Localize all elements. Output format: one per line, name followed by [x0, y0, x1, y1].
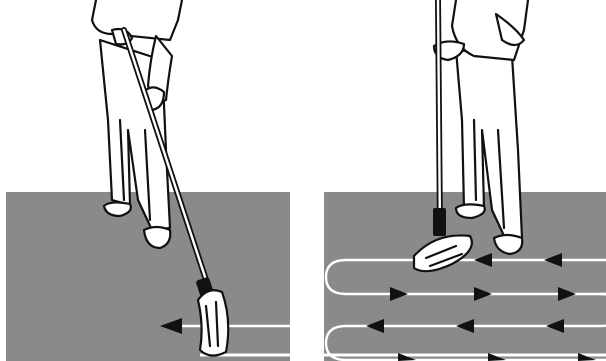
panel-serpentine-pattern	[306, 0, 606, 361]
left-shoe	[104, 202, 131, 216]
panel-mop-forward-drawing	[0, 0, 300, 361]
left-shoe	[456, 204, 485, 218]
panel-mop-forward	[0, 0, 300, 361]
panel-serpentine-drawing	[306, 0, 606, 361]
